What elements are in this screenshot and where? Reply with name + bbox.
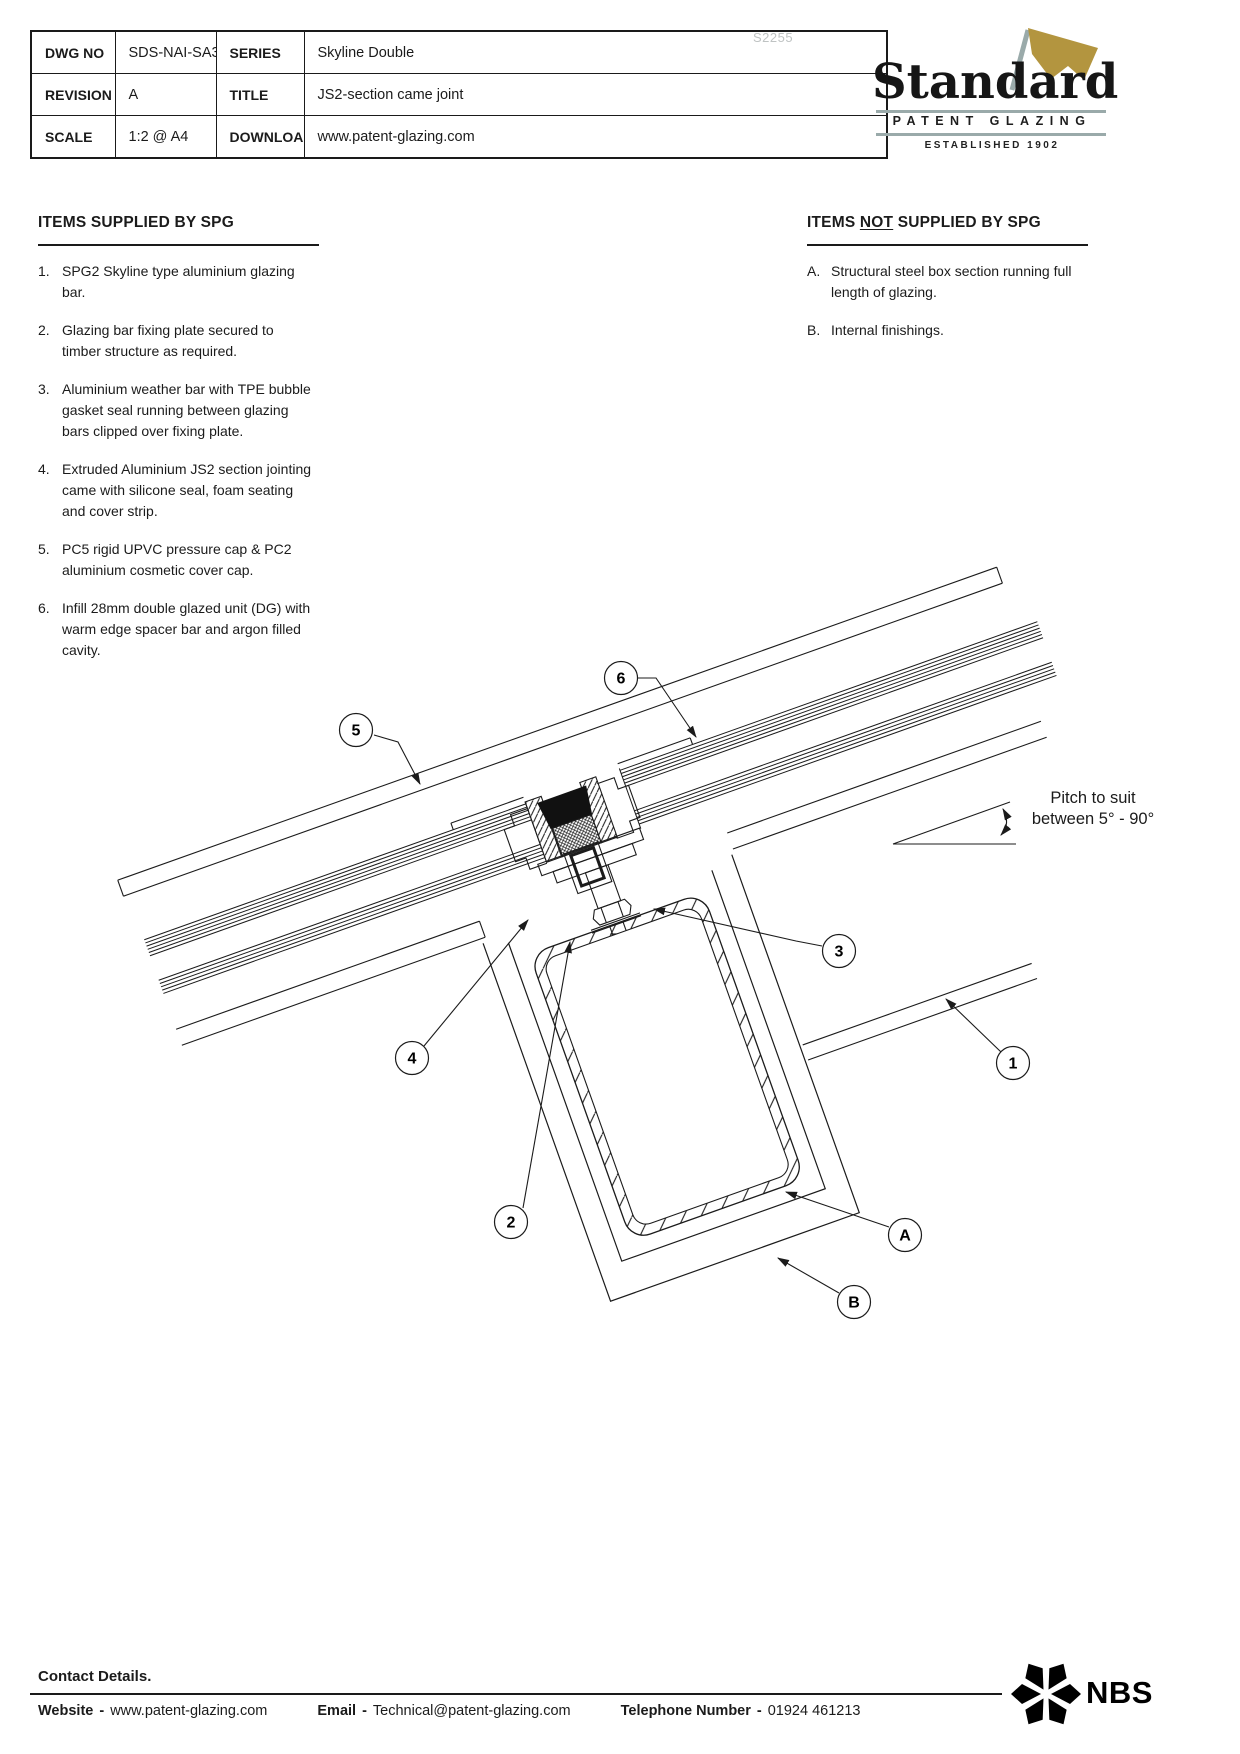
silicone-cap [537,785,593,829]
leader-1 [945,998,1002,1053]
footer-divider [30,1693,1002,1695]
logo-divider-top [876,110,1106,113]
leader-5 [373,734,421,785]
callout-A: A [887,1217,923,1253]
glass-edge-clip-left [503,808,548,870]
callout-4: 4 [394,1040,430,1076]
callout-1: 1 [995,1045,1031,1081]
scale-label: SCALE [30,115,116,159]
weather-bar-and-fixing-plate [537,827,645,910]
leader-A [784,1191,890,1228]
dwg-no-value: SDS-NAI-SA3 [114,30,217,74]
glass-unit-left [144,801,548,994]
svg-text:2: 2 [507,1215,516,1232]
sheet-watermark: S2255 [753,30,794,45]
download-link[interactable]: www.patent-glazing.com [303,115,888,159]
leader-6 [638,677,697,738]
list-item: 2.Glazing bar fixing plate secured to ti… [38,322,274,359]
email-link[interactable]: Technical@patent-glazing.com [372,1703,571,1719]
cover-strip-edges [450,737,694,830]
pitch-angle-indicator [892,801,1016,845]
glass-unit-right [618,621,1057,829]
svg-text:B: B [848,1295,860,1312]
logo-wordmark: Standard [872,54,1119,110]
nbs-text: NBS [1086,1675,1153,1710]
rafter-band-right-lower [802,962,1038,1061]
leader-4 [423,919,529,1047]
email-label: Email [317,1703,357,1719]
list-item: 5.PC5 rigid UPVC pressure cap & PC2 alum… [38,541,292,578]
callout-5: 5 [338,712,374,748]
download-label: DOWNLOAD [215,115,305,159]
website-link[interactable]: www.patent-glazing.com [110,1703,268,1719]
nbs-flower-icon [1011,1663,1081,1725]
title-value: JS2-section came joint [303,73,888,116]
list-item: 6.Infill 28mm double glazed unit (DG) wi… [38,600,311,658]
svg-text:Pitch to suit: Pitch to suit [1050,789,1136,807]
supplied-heading-rule [38,244,319,246]
pitch-note: Pitch to suit between 5° - 90° [1032,789,1154,828]
js2-came-joint [503,776,641,895]
steel-box-section [534,897,800,1236]
revision-value: A [114,73,217,116]
list-item: 4.Extruded Aluminium JS2 section jointin… [38,461,312,519]
not-supplied-heading-rule [807,244,1088,246]
timber-liner-outline [507,870,827,1262]
pressure-cap-band [117,566,1003,897]
contact-details-heading: Contact Details. [38,1668,152,1685]
svg-text:4: 4 [408,1051,417,1068]
website-label: Website [38,1703,94,1719]
list-item: 1.SPG2 Skyline type aluminium glazing ba… [38,263,295,300]
svg-text:between 5° - 90°: between 5° - 90° [1032,810,1154,828]
callout-B: B [836,1284,872,1320]
svg-text:5: 5 [352,723,361,740]
title-label: TITLE [215,73,305,116]
phone-number: 01924 461213 [767,1703,861,1719]
rafter-band-right-upper [727,720,1047,850]
logo-established: ESTABLISHED 1902 [924,140,1060,151]
callout-2: 2 [493,1204,529,1240]
phone-label: Telephone Number [620,1703,751,1719]
rafter-band-left [175,920,486,1046]
drawing-title-block: DWG NO SDS-NAI-SA3 SERIES Skyline Double… [30,30,888,159]
logo-divider-bottom [876,133,1106,136]
supplied-heading: ITEMS SUPPLIED BY SPG [38,214,234,231]
nbs-logo: NBS [1008,1655,1198,1735]
leader-2 [522,940,572,1209]
not-supplied-items: A.Structural steel box section running f… [807,261,1089,358]
company-logo: Standard PATENT GLAZING ESTABLISHED 1902 [872,22,1119,162]
list-item: A.Structural steel box section running f… [807,263,1072,300]
scale-value: 1:2 @ A4 [114,115,217,159]
leader-3 [652,907,823,947]
svg-text:A: A [899,1228,911,1245]
logo-flag-icon [1009,28,1098,91]
svg-text:1: 1 [1009,1056,1018,1073]
not-supplied-heading: ITEMS NOT SUPPLIED BY SPG [807,214,1041,231]
supplied-items: 1.SPG2 Skyline type aluminium glazing ba… [38,261,316,678]
svg-text:6: 6 [617,671,626,688]
revision-label: REVISION [30,73,116,116]
internal-finishings-outline [482,854,861,1303]
logo-subtitle: PATENT GLAZING [892,114,1092,128]
callout-6: 6 [603,660,639,696]
callout-3: 3 [821,933,857,969]
list-item: 3.Aluminium weather bar with TPE bubble … [38,381,311,439]
svg-text:3: 3 [835,944,844,961]
leader-B [777,1257,840,1294]
contact-info: Website-www.patent-glazing.com Email-Tec… [38,1703,861,1719]
glazing-plane-group [117,566,1057,1303]
list-item: B.Internal finishings. [807,322,944,338]
